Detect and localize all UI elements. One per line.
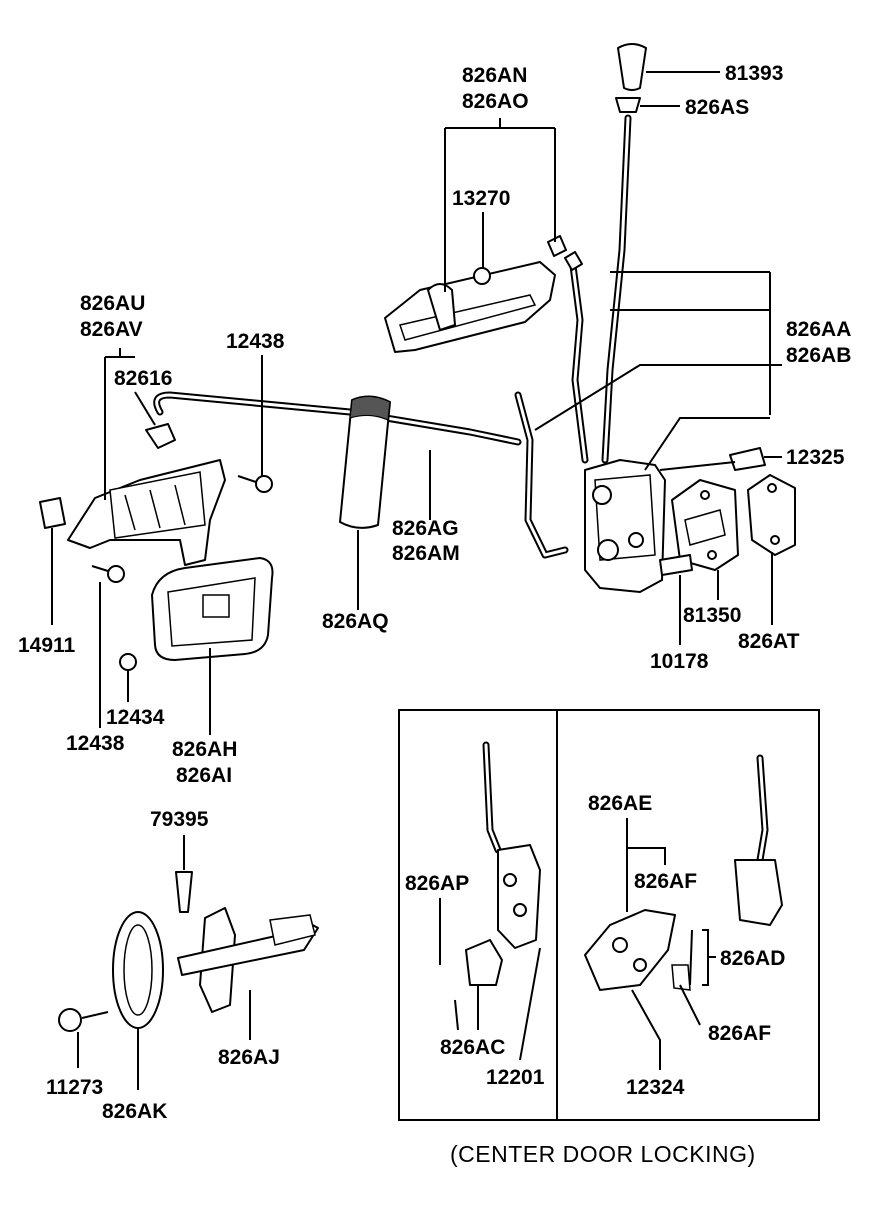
door-latch-part — [584, 459, 666, 593]
label-826AP: 826AP — [405, 872, 469, 895]
label-826AN: 826AN — [462, 64, 527, 87]
label-12434: 12434 — [106, 706, 165, 729]
label-826AC: 826AC — [440, 1036, 505, 1059]
screw-12434-part — [119, 653, 137, 671]
label-826AM: 826AM — [392, 542, 460, 565]
label-826AE: 826AE — [588, 792, 652, 815]
label-826AB: 826AB — [786, 344, 851, 367]
label-12325: 12325 — [786, 446, 845, 469]
label-826AH: 826AH — [172, 738, 237, 761]
center-lock-latch-left-part — [454, 741, 541, 1031]
screw-12325-part — [729, 447, 766, 471]
label-826AK: 826AK — [102, 1100, 167, 1123]
label-81393: 81393 — [725, 62, 783, 85]
bolt-11273-part — [58, 1008, 109, 1032]
shim-part — [747, 474, 796, 556]
outside-handle-rod-part — [514, 254, 589, 559]
label-826AO: 826AO — [462, 90, 529, 113]
label-826AS: 826AS — [685, 96, 749, 119]
label-826AU: 826AU — [80, 292, 145, 315]
door-checker-part — [177, 907, 319, 1013]
inside-lever-bracket-part — [67, 459, 226, 566]
label-13270: 13270 — [452, 187, 510, 210]
label-10178: 10178 — [650, 650, 709, 673]
striker-part — [671, 479, 739, 571]
pin-79395-part — [175, 871, 193, 913]
lock-knob-part — [617, 43, 647, 91]
label-826AF-bottom: 826AF — [708, 1022, 771, 1045]
label-826AA: 826AA — [786, 318, 851, 341]
label-826AQ: 826AQ — [322, 610, 389, 633]
leader-lines — [51, 71, 820, 1121]
label-826AD: 826AD — [720, 947, 785, 970]
label-82616: 82616 — [114, 367, 172, 390]
screw-12438-bottom-part — [91, 565, 125, 583]
label-81350: 81350 — [683, 604, 741, 627]
label-826AF-top: 826AF — [634, 870, 697, 893]
screw-10178-part — [659, 554, 693, 576]
label-14911: 14911 — [18, 634, 76, 657]
handle-bezel-part — [151, 557, 274, 661]
label-12201: 12201 — [486, 1066, 545, 1089]
center-lock-actuator-right-part — [584, 754, 783, 991]
rod-sleeve-part — [339, 395, 391, 529]
label-826AV: 826AV — [80, 318, 143, 341]
label-826AG: 826AG — [392, 517, 459, 540]
label-79395: 79395 — [150, 808, 209, 831]
label-826AJ: 826AJ — [218, 1046, 280, 1069]
grommet-part — [615, 97, 641, 113]
label-12324: 12324 — [626, 1076, 685, 1099]
clip-part — [145, 423, 176, 449]
label-826AI: 826AI — [176, 764, 232, 787]
screw-12438-top-part — [237, 475, 273, 493]
label-826AT: 826AT — [738, 630, 800, 653]
lock-rod-part — [601, 114, 632, 464]
label-12438-top: 12438 — [226, 330, 285, 353]
center-door-locking-caption: (CENTER DOOR LOCKING) — [450, 1141, 756, 1167]
label-11273: 11273 — [46, 1076, 103, 1099]
outside-handle-part — [384, 235, 583, 353]
clip-14911-part — [39, 497, 66, 529]
inside-handle-rod-part — [153, 391, 522, 446]
label-12438-bottom: 12438 — [66, 732, 125, 755]
pad-826AK-part — [112, 911, 164, 1029]
